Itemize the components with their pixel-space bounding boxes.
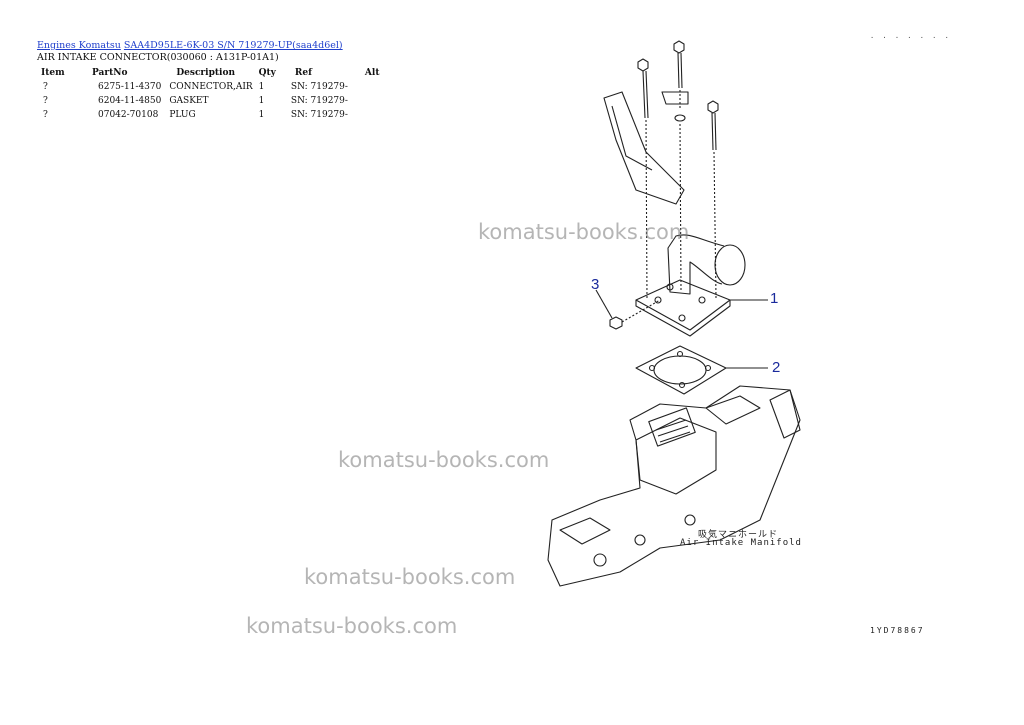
cell-alt bbox=[353, 80, 385, 94]
breadcrumb-link-engines[interactable]: Engines Komatsu bbox=[37, 40, 121, 51]
header-qty: Qty bbox=[258, 67, 276, 78]
bolt-right bbox=[707, 100, 719, 299]
diagram-code-bottom: 1YD78867 bbox=[870, 626, 925, 635]
watermark: komatsu-books.com bbox=[338, 448, 550, 472]
cell-description: CONNECTOR,AIR bbox=[169, 81, 253, 92]
watermark: komatsu-books.com bbox=[246, 614, 458, 638]
gasket bbox=[635, 345, 727, 395]
callout-2: 2 bbox=[772, 359, 781, 376]
bracket bbox=[603, 91, 689, 205]
bolt-top bbox=[673, 40, 686, 291]
cell-alt bbox=[353, 94, 385, 108]
cell-description: GASKET bbox=[169, 95, 209, 106]
watermark: komatsu-books.com bbox=[478, 220, 690, 244]
cell-alt bbox=[353, 108, 385, 122]
cell-item: ? bbox=[43, 81, 48, 92]
manifold-label-jp: 吸気マニホールド bbox=[698, 530, 779, 540]
cell-ref: SN: 719279- bbox=[290, 95, 348, 106]
cell-item: ? bbox=[43, 109, 48, 120]
intake-manifold bbox=[547, 385, 801, 587]
manifold-label-en: Air Intake Manifold bbox=[680, 538, 802, 548]
plug bbox=[609, 316, 623, 330]
callout-1: 1 bbox=[770, 290, 779, 307]
header-ref: Ref bbox=[294, 67, 312, 78]
breadcrumb: Engines Komatsu SAA4D95LE-6K-03 S/N 7192… bbox=[37, 40, 343, 52]
header-item: Item bbox=[41, 67, 65, 78]
cell-partno: 6204-11-4850 bbox=[98, 95, 162, 106]
table-row: ? 6275-11-4370 CONNECTOR,AIR 1 SN: 71927… bbox=[37, 80, 384, 94]
cell-item: ? bbox=[43, 95, 48, 106]
callout-3: 3 bbox=[591, 276, 600, 293]
air-connector bbox=[635, 234, 746, 337]
cell-ref: SN: 719279- bbox=[290, 109, 348, 120]
table-row: ? 6204-11-4850 GASKET 1 SN: 719279- bbox=[37, 94, 384, 108]
header-description: Description bbox=[176, 67, 235, 78]
bolt-left bbox=[637, 58, 649, 301]
parts-table: Item PartNo Description Qty Ref Alt ? 62… bbox=[37, 66, 384, 122]
header-partno: PartNo bbox=[92, 67, 128, 78]
page-title: AIR INTAKE CONNECTOR(030060 : A131P-01A1… bbox=[37, 52, 279, 63]
cell-partno: 6275-11-4370 bbox=[98, 81, 162, 92]
breadcrumb-link-model[interactable]: SAA4D95LE-6K-03 S/N 719279-UP(saa4d6el) bbox=[123, 40, 343, 51]
table-row: ? 07042-70108 PLUG 1 SN: 719279- bbox=[37, 108, 384, 122]
cell-partno: 07042-70108 bbox=[98, 109, 159, 120]
header-alt: Alt bbox=[364, 67, 380, 78]
watermark: komatsu-books.com bbox=[304, 565, 516, 589]
parts-diagram bbox=[547, 40, 801, 587]
cell-qty: 1 bbox=[258, 109, 265, 120]
cell-ref: SN: 719279- bbox=[290, 81, 348, 92]
cell-description: PLUG bbox=[169, 109, 196, 120]
cell-qty: 1 bbox=[258, 95, 265, 106]
cell-qty: 1 bbox=[258, 81, 265, 92]
diagram-code-top: · · · · · · · bbox=[870, 34, 951, 42]
table-header-row: Item PartNo Description Qty Ref Alt bbox=[37, 66, 384, 80]
